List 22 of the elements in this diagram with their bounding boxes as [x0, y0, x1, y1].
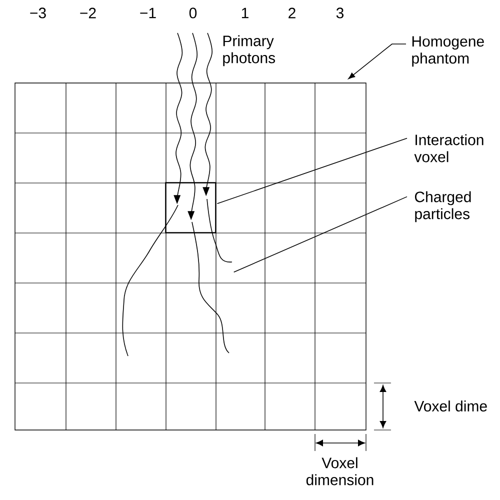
axis-number: −1 — [140, 8, 156, 18]
axis-number: 1 — [242, 8, 248, 18]
leader-line — [216, 138, 408, 204]
particle-track-drawing — [122, 198, 232, 356]
axis-number: −2 — [80, 8, 96, 18]
callout-text: Charged particles — [414, 191, 471, 222]
leader-line — [233, 196, 408, 273]
axis-number: 2 — [288, 8, 296, 18]
leader-arrow — [348, 44, 406, 80]
voxel-box — [165, 182, 216, 234]
callout-text: Interaction voxel — [414, 134, 484, 162]
photon-arrow — [202, 32, 212, 196]
photon-arrow — [188, 32, 198, 220]
phantom-grid — [14, 82, 366, 430]
photon-label: Primary photons — [223, 35, 276, 66]
axis-number: 0 — [189, 8, 197, 18]
callout-text: Homogene phantom — [412, 36, 484, 67]
dimension-label: Voxel dimension — [306, 457, 374, 486]
photon-arrow — [174, 32, 183, 204]
axis-number: −3 — [30, 8, 46, 18]
dimension-label: Voxel dime — [414, 400, 487, 412]
axis-number: 3 — [336, 8, 344, 18]
